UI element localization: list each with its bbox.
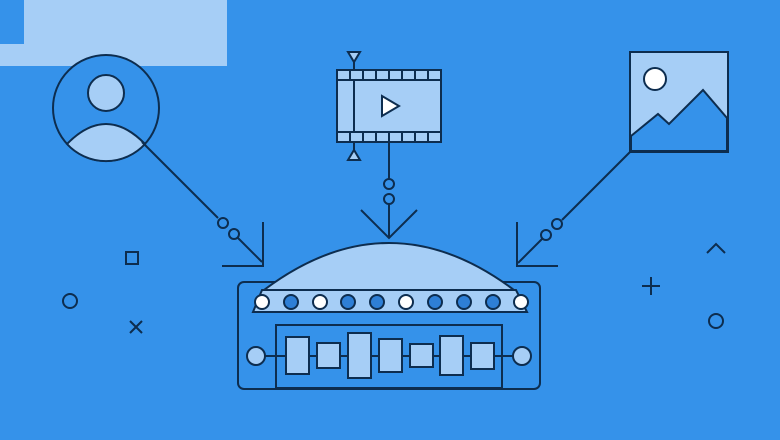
user-avatar-icon	[52, 54, 160, 163]
processor-blocks	[285, 332, 495, 379]
circle-shape-icon	[62, 293, 78, 309]
user-arrow-icon	[222, 222, 264, 267]
processor-device-icon	[237, 242, 541, 390]
video-arrow-icon	[360, 209, 418, 240]
square-shape-icon	[125, 251, 139, 265]
image-landscape-icon	[629, 51, 729, 153]
image-arrow-icon	[516, 222, 558, 267]
user-connector	[141, 141, 263, 263]
play-icon	[381, 94, 401, 118]
video-connector	[383, 142, 395, 238]
image-connector	[517, 151, 631, 264]
processor-dome-front	[261, 242, 517, 291]
processor-led-row	[254, 294, 529, 310]
plus-shape-icon	[642, 277, 660, 295]
caret-up-shape-icon	[706, 242, 726, 254]
video-film-icon	[336, 51, 442, 161]
small-circle-shape-icon	[708, 313, 724, 329]
cross-shape-icon	[129, 320, 143, 334]
